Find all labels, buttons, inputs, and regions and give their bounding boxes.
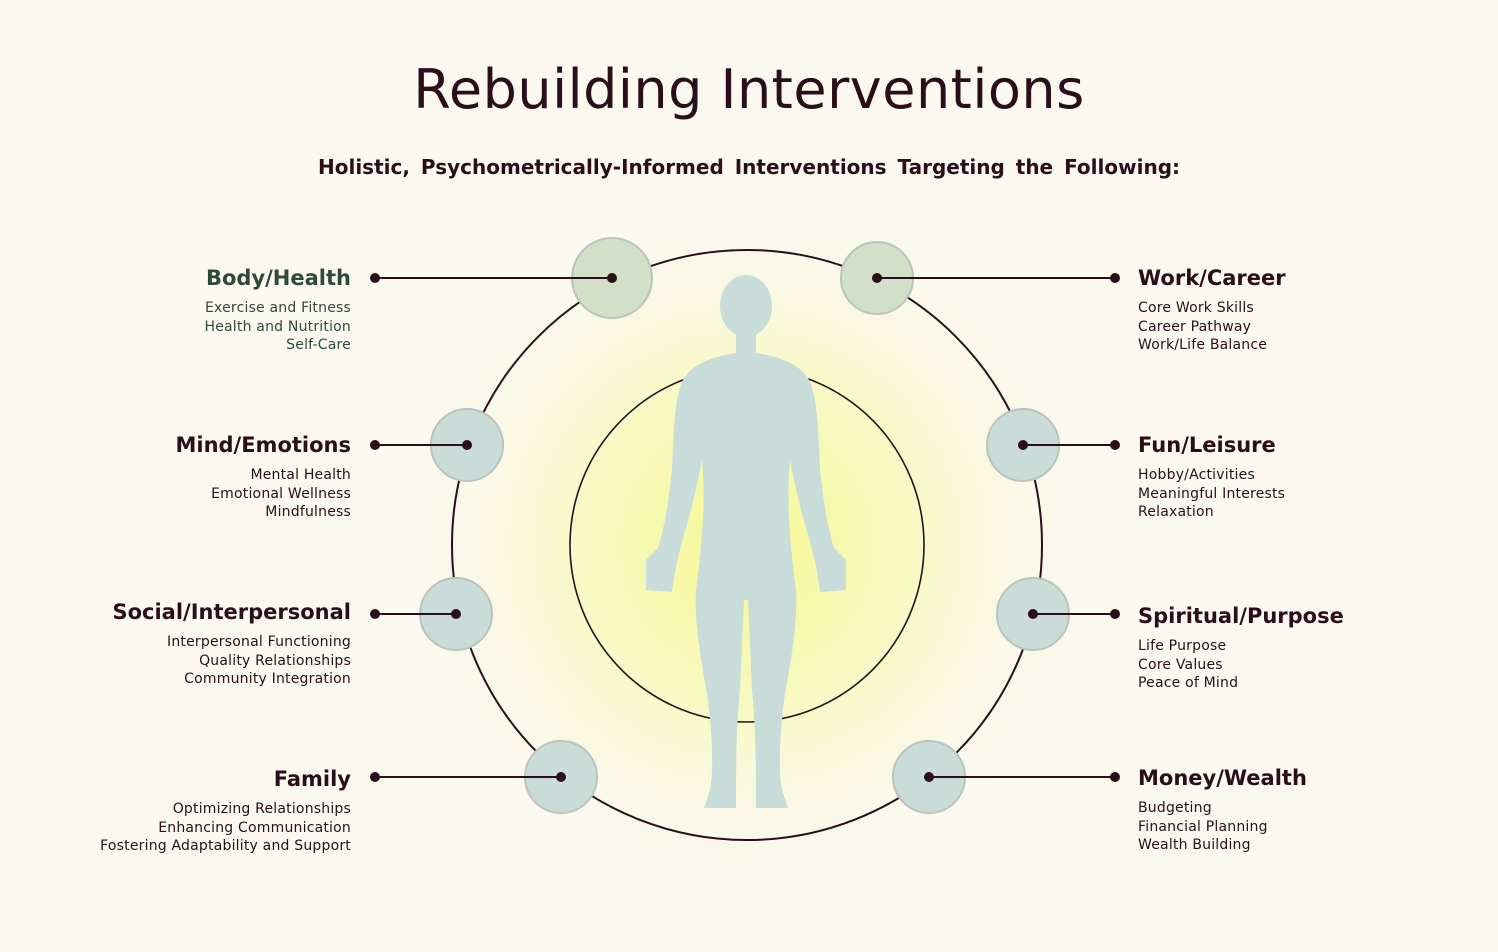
category-title: Spiritual/Purpose bbox=[1138, 604, 1344, 628]
category-item: Health and Nutrition bbox=[204, 318, 351, 335]
category-title: Mind/Emotions bbox=[175, 433, 351, 457]
connector-end-dot-family bbox=[370, 772, 380, 782]
connector-node-dot-fun-leisure bbox=[1018, 440, 1028, 450]
category-spiritual-purpose: Spiritual/Purpose Life Purpose Core Valu… bbox=[1138, 603, 1498, 693]
category-item: Mindfulness bbox=[265, 504, 351, 521]
category-item: Core Values bbox=[1138, 656, 1223, 673]
category-items: Optimizing Relationships Enhancing Commu… bbox=[0, 800, 351, 856]
category-item: Relaxation bbox=[1138, 504, 1214, 521]
connector-end-dot-work-career bbox=[1110, 273, 1120, 283]
category-item: Work/Life Balance bbox=[1138, 337, 1268, 354]
connector-end-dot-spiritual-purpose bbox=[1110, 609, 1120, 619]
category-item: Budgeting bbox=[1138, 800, 1212, 816]
connector-end-dot-body-health bbox=[370, 273, 380, 283]
category-title: Body/Health bbox=[205, 266, 351, 290]
category-item: Core Work Skills bbox=[1138, 300, 1254, 316]
connector-end-dot-fun-leisure bbox=[1110, 440, 1120, 450]
connector-node-dot-work-career bbox=[872, 273, 882, 283]
connector-node-dot-spiritual-purpose bbox=[1028, 609, 1038, 619]
category-title: Social/Interpersonal bbox=[112, 600, 351, 624]
category-item: Exercise and Fitness bbox=[205, 300, 351, 316]
connector-end-dot-social-interpersonal bbox=[370, 609, 380, 619]
outer-ring bbox=[451, 249, 1043, 841]
connector-node-dot-family bbox=[556, 772, 566, 782]
category-work-career: Work/Career Core Work Skills Career Path… bbox=[1138, 265, 1498, 355]
category-money-wealth: Money/Wealth Budgeting Financial Plannin… bbox=[1138, 765, 1498, 855]
category-items: Interpersonal Functioning Quality Relati… bbox=[0, 633, 351, 689]
connector-node-dot-money-wealth bbox=[924, 772, 934, 782]
category-item: Meaningful Interests bbox=[1138, 485, 1286, 502]
category-items: Life Purpose Core Values Peace of Mind bbox=[1138, 637, 1498, 693]
category-mind-emotions: Mind/Emotions Mental Health Emotional We… bbox=[0, 432, 351, 522]
category-item: Self-Care bbox=[286, 337, 351, 354]
category-item: Career Pathway bbox=[1138, 318, 1252, 335]
category-title: Money/Wealth bbox=[1138, 766, 1307, 790]
connector-node-dot-social-interpersonal bbox=[451, 609, 461, 619]
category-items: Core Work Skills Career Pathway Work/Lif… bbox=[1138, 299, 1498, 355]
category-title: Fun/Leisure bbox=[1138, 433, 1276, 457]
category-item: Emotional Wellness bbox=[211, 485, 351, 502]
category-item: Community Integration bbox=[184, 671, 351, 688]
human-figure-icon bbox=[646, 275, 846, 808]
category-title: Work/Career bbox=[1138, 266, 1286, 290]
connector-node-dot-body-health bbox=[607, 273, 617, 283]
page-title: Rebuilding Interventions bbox=[413, 58, 1085, 121]
category-fun-leisure: Fun/Leisure Hobby/Activities Meaningful … bbox=[1138, 432, 1498, 522]
category-item: Enhancing Communication bbox=[158, 819, 351, 836]
category-item: Wealth Building bbox=[1138, 837, 1251, 854]
category-item: Fostering Adaptability and Support bbox=[100, 838, 351, 855]
connector-node-dot-mind-emotions bbox=[462, 440, 472, 450]
category-item: Hobby/Activities bbox=[1138, 467, 1255, 483]
category-item: Quality Relationships bbox=[199, 652, 351, 669]
category-family: Family Optimizing Relationships Enhancin… bbox=[0, 766, 351, 856]
connector-end-dot-money-wealth bbox=[1110, 772, 1120, 782]
category-items: Budgeting Financial Planning Wealth Buil… bbox=[1138, 799, 1498, 855]
category-item: Financial Planning bbox=[1138, 818, 1268, 835]
category-item: Life Purpose bbox=[1138, 638, 1227, 654]
category-items: Mental Health Emotional Wellness Mindful… bbox=[0, 466, 351, 522]
page-subtitle: Holistic, Psychometrically-Informed Inte… bbox=[317, 155, 1181, 179]
category-title: Family bbox=[273, 767, 351, 791]
category-body-health: Body/Health Exercise and Fitness Health … bbox=[0, 265, 351, 355]
category-item: Mental Health bbox=[250, 467, 351, 483]
category-item: Interpersonal Functioning bbox=[167, 634, 351, 650]
category-items: Exercise and Fitness Health and Nutritio… bbox=[0, 299, 351, 355]
connectors bbox=[370, 237, 1120, 814]
connector-end-dot-mind-emotions bbox=[370, 440, 380, 450]
category-social-interpersonal: Social/Interpersonal Interpersonal Funct… bbox=[0, 599, 351, 689]
category-item: Peace of Mind bbox=[1138, 675, 1239, 692]
category-item: Optimizing Relationships bbox=[172, 801, 351, 817]
category-items: Hobby/Activities Meaningful Interests Re… bbox=[1138, 466, 1498, 522]
